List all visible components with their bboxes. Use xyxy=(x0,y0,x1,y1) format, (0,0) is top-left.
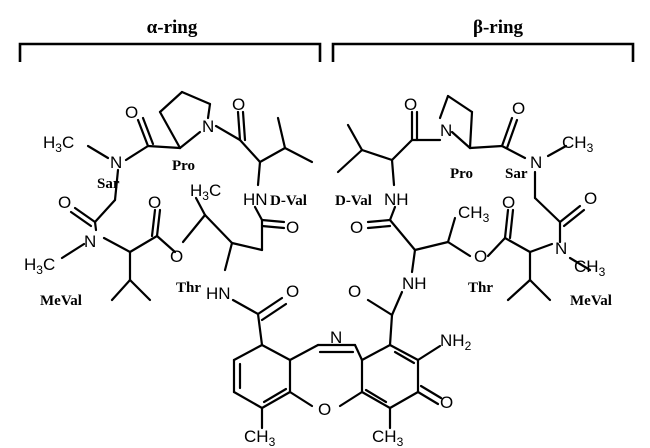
atom-o: O xyxy=(502,193,515,212)
h3c-label: H3C xyxy=(43,133,74,155)
h3c-label: H3C xyxy=(24,255,55,277)
atom-o: O xyxy=(512,99,525,118)
atom-o: O xyxy=(170,247,183,266)
alpha-ring-bonds xyxy=(60,90,314,347)
atom-o: O xyxy=(286,282,299,301)
alpha-meval-label: MeVal xyxy=(40,293,82,309)
h3c-label: H3C xyxy=(190,181,221,203)
atom-n: N xyxy=(440,121,452,140)
atom-o: O xyxy=(348,282,361,301)
beta-ring-bracket xyxy=(331,42,635,62)
beta-pro-label: Pro xyxy=(450,166,473,182)
atom-nh: NH xyxy=(402,274,427,293)
beta-thr-label: Thr xyxy=(468,280,493,296)
ch3-label: CH3 xyxy=(372,427,404,448)
atom-o: O xyxy=(350,218,363,237)
atom-o: O xyxy=(58,193,71,212)
atom-n: N xyxy=(202,117,214,136)
alpha-thr-label: Thr xyxy=(176,280,201,296)
atom-o: O xyxy=(404,95,417,114)
alpha-ring-bracket xyxy=(18,42,322,62)
atom-o: O xyxy=(125,103,138,122)
alpha-sar-label: Sar xyxy=(97,176,120,192)
beta-atom-labels: O N O N CH3 O N CH3 O O CH3 NH O NH O xyxy=(348,95,606,301)
atom-o: O xyxy=(318,400,331,419)
beta-ring-label: β-ring xyxy=(473,17,524,38)
ch3-label: CH3 xyxy=(244,427,276,448)
chromophore-bonds xyxy=(232,343,443,430)
atom-n: N xyxy=(110,153,122,172)
beta-dval-label: D-Val xyxy=(335,193,372,209)
alpha-ring-label: α-ring xyxy=(147,17,198,38)
atom-o: O xyxy=(232,95,245,114)
atom-hn: HN xyxy=(206,284,231,303)
atom-o: O xyxy=(440,393,453,412)
alpha-dval-label: D-Val xyxy=(270,193,307,209)
atom-nh: NH xyxy=(384,190,409,209)
atom-hn: HN xyxy=(243,190,268,209)
beta-meval-label: MeVal xyxy=(570,293,612,309)
ch3-label: CH3 xyxy=(458,203,490,225)
atom-o: O xyxy=(474,247,487,266)
ch3-label: CH3 xyxy=(562,133,594,155)
alpha-atom-labels: H3C N O N O O N H3C O O H3C HN O HN O xyxy=(24,95,299,303)
ch3-label: CH3 xyxy=(574,257,606,279)
atom-n: N xyxy=(555,239,567,258)
atom-o: O xyxy=(584,189,597,208)
atom-n: N xyxy=(530,153,542,172)
chromophore-atom-labels: N O NH2 O CH3 CH3 xyxy=(244,328,472,448)
atom-n: N xyxy=(84,232,96,251)
nh2-label: NH2 xyxy=(440,331,472,353)
alpha-pro-label: Pro xyxy=(172,158,195,174)
beta-ring-bonds xyxy=(336,94,592,347)
residue-labels: Sar Pro D-Val Thr MeVal Pro Sar D-Val Th… xyxy=(40,158,612,309)
atom-o: O xyxy=(286,218,299,237)
atom-n: N xyxy=(330,328,342,347)
beta-sar-label: Sar xyxy=(505,166,528,182)
atom-o: O xyxy=(148,193,161,212)
